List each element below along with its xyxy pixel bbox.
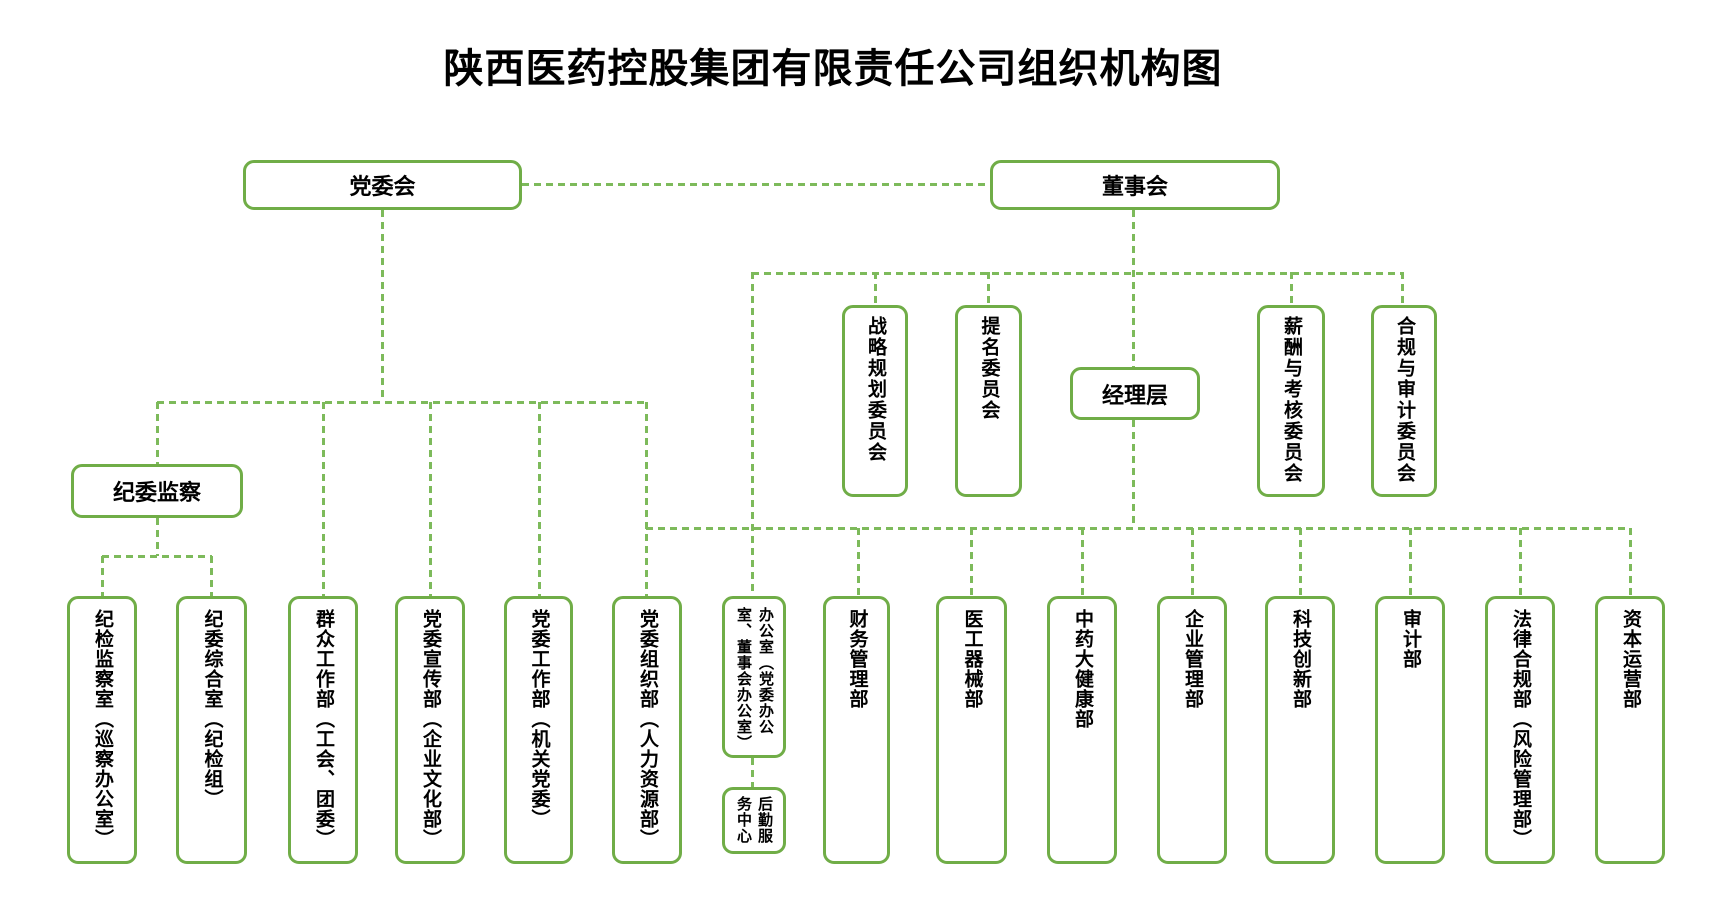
connector (1191, 528, 1194, 596)
connector (751, 272, 754, 597)
node-dept-caiwu-guanlibu: 财务管理部 (823, 596, 890, 864)
connector (1299, 528, 1302, 596)
connector (857, 528, 860, 596)
chart-title: 陕西医药控股集团有限责任公司组织机构图 (443, 47, 1223, 91)
node-label: 董事会 (1101, 174, 1168, 199)
node-dept-qunzhong-gongzuobu: 群众工作部（工会、团委） (288, 596, 358, 864)
connector (1081, 528, 1084, 596)
node-label: 企业管理部 (1182, 609, 1203, 709)
node-label: 科技创新部 (1290, 609, 1311, 709)
connector (1519, 528, 1522, 596)
connector (1132, 420, 1135, 528)
node-label: 办公室（党委办公室、董事会办公室） (735, 607, 774, 751)
connector (156, 518, 159, 556)
connector (101, 556, 104, 596)
node-label: 战略规划委员会 (865, 316, 886, 463)
node-label: 后勤服务中心 (735, 796, 773, 844)
connector (751, 758, 754, 787)
node-label: 中药大健康部 (1072, 609, 1093, 729)
node-dept-jijian-jianchashi: 纪检监察室（巡察办公室） (67, 596, 137, 864)
node-dept-yigong-qixiebu: 医工器械部 (936, 596, 1007, 864)
connector (429, 402, 432, 596)
connector (987, 272, 990, 305)
connector (381, 210, 384, 402)
connector (210, 556, 213, 596)
node-dept-keji-chuangxinbu: 科技创新部 (1265, 596, 1335, 864)
node-label: 审计部 (1400, 609, 1421, 669)
node-label: 法律合规部（风险管理部） (1510, 609, 1531, 849)
connector (1409, 528, 1412, 596)
node-dept-dangwei-xuanchuanbu: 党委宣传部（企业文化部） (395, 596, 465, 864)
connector (538, 402, 541, 596)
connector (874, 272, 877, 305)
connector (1132, 210, 1135, 367)
connector (1401, 272, 1404, 305)
node-nomination-committee: 提名委员会 (955, 305, 1022, 497)
connector (645, 402, 648, 596)
node-dept-shenjibu: 审计部 (1375, 596, 1445, 864)
node-compensation-committee: 薪酬与考核委员会 (1257, 305, 1325, 497)
node-dept-zhongyao-dajiankangbu: 中药大健康部 (1047, 596, 1117, 864)
node-party-committee: 党委会 (243, 160, 522, 210)
connector-party-branch (157, 401, 646, 404)
node-label: 党委组织部（人力资源部） (637, 609, 658, 849)
connector (1290, 272, 1293, 305)
connector-party-board (522, 183, 990, 186)
node-label: 财务管理部 (846, 609, 868, 709)
node-label: 薪酬与考核委员会 (1281, 316, 1302, 484)
node-dept-falv-heguibu: 法律合规部（风险管理部） (1485, 596, 1555, 864)
node-dept-jiwei-zongheshi: 纪委综合室（纪检组） (176, 596, 247, 864)
connector-discipline-branch (102, 555, 212, 558)
node-label: 纪检监察室（巡察办公室） (92, 609, 113, 849)
connector (156, 402, 159, 464)
connector (322, 402, 325, 596)
node-label: 医工器械部 (961, 609, 983, 709)
node-label: 资本运营部 (1620, 609, 1641, 709)
node-discipline-inspection: 纪委监察 (71, 464, 243, 518)
connector-board-branch (752, 272, 1402, 275)
node-label: 提名委员会 (978, 316, 1000, 421)
node-dept-dangwei-zuzhibu: 党委组织部（人力资源部） (612, 596, 682, 864)
node-label: 合规与审计委员会 (1394, 316, 1415, 484)
node-label: 党委会 (349, 174, 416, 199)
connector-management-branch (646, 527, 1630, 530)
node-dept-qiye-guanlibu: 企业管理部 (1157, 596, 1227, 864)
node-label: 党委宣传部（企业文化部） (420, 609, 441, 849)
node-dept-ziben-yunyingbu: 资本运营部 (1595, 596, 1665, 864)
node-label: 党委工作部（机关党委） (528, 609, 550, 829)
node-label: 纪委综合室（纪检组） (201, 609, 223, 809)
node-compliance-audit-committee: 合规与审计委员会 (1371, 305, 1437, 497)
connector (970, 528, 973, 596)
node-label: 纪委监察 (112, 480, 201, 505)
node-dept-dangwei-gongzuobu: 党委工作部（机关党委） (504, 596, 573, 864)
node-houqin-fuwu-zhongxin: 后勤服务中心 (722, 787, 786, 854)
node-label: 经理层 (1101, 382, 1168, 408)
node-strategy-committee: 战略规划委员会 (842, 305, 908, 497)
node-label: 群众工作部（工会、团委） (313, 609, 334, 849)
node-dept-bangongshi: 办公室（党委办公室、董事会办公室） (722, 596, 786, 758)
connector (1629, 528, 1632, 596)
node-board: 董事会 (990, 160, 1280, 210)
node-management-layer: 经理层 (1070, 367, 1200, 420)
